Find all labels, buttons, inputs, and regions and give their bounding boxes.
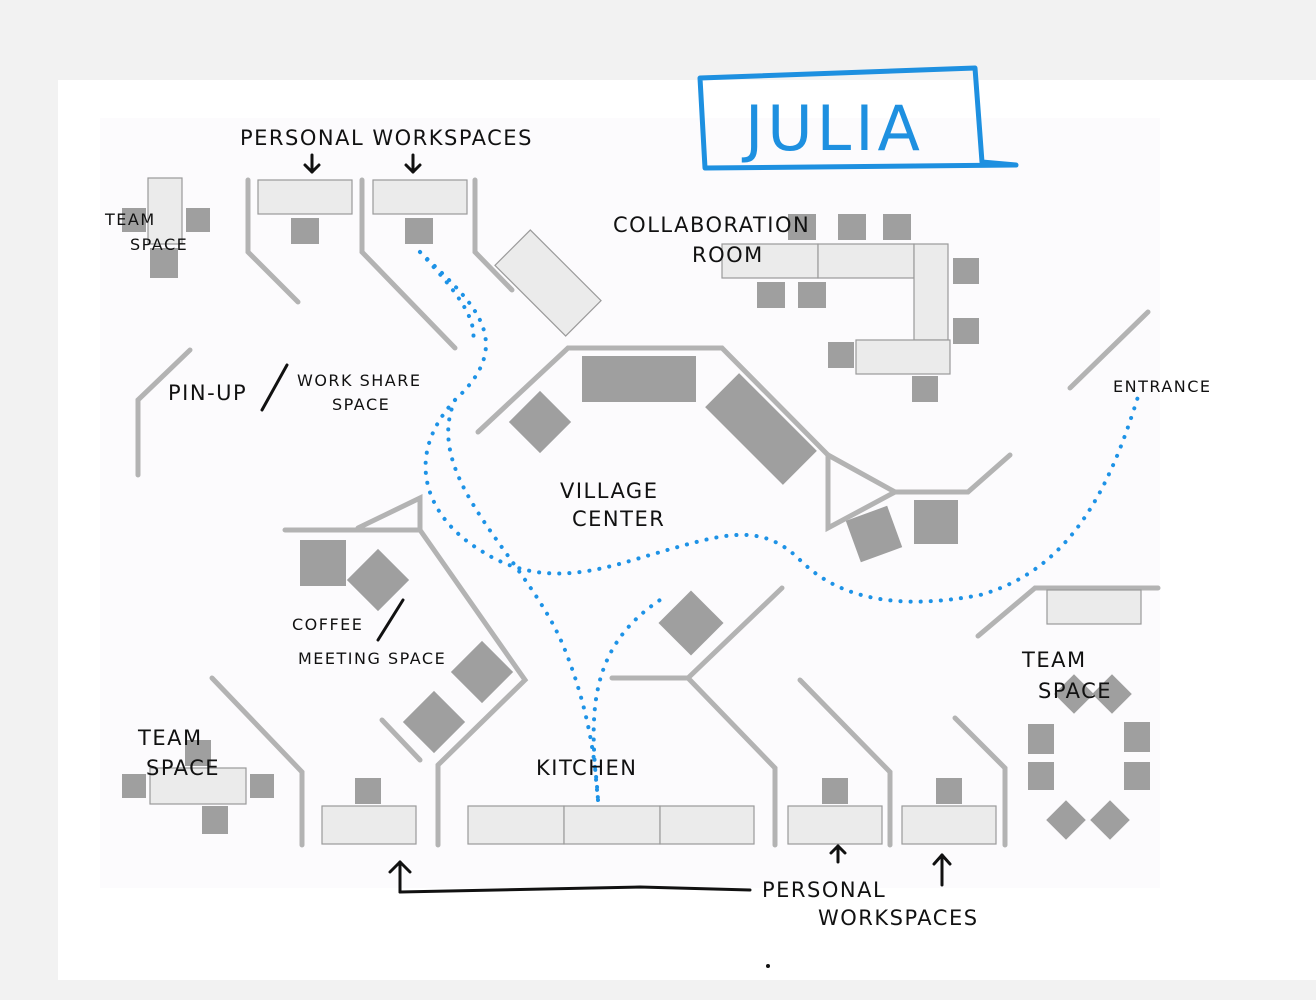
path-spur xyxy=(418,250,476,347)
title-text: JULIA xyxy=(741,92,924,165)
personal-workspaces-bottom-label-2: WORKSPACES xyxy=(818,906,979,930)
team-space-se-label-2: SPACE xyxy=(1038,679,1112,703)
team-space-sw-label-1: TEAM xyxy=(137,726,203,750)
entrance-label: ENTRANCE xyxy=(1113,377,1212,396)
meeting-space-label: MEETING SPACE xyxy=(298,649,446,668)
walls xyxy=(135,177,1161,848)
labels: PERSONAL WORKSPACES COLLABORATION ROOM T… xyxy=(104,126,1212,930)
village-center-label-2: CENTER xyxy=(572,507,665,531)
personal-workspaces-top-label: PERSONAL WORKSPACES xyxy=(240,126,533,150)
collaboration-room-label-2: ROOM xyxy=(692,243,764,267)
personal-workspaces-bottom-label-1: PERSONAL xyxy=(762,878,886,902)
work-share-label-2: SPACE xyxy=(332,395,390,414)
team-space-sw-label-2: SPACE xyxy=(146,756,220,780)
furniture xyxy=(122,177,1150,845)
coffee-slash xyxy=(376,598,405,642)
floor-area xyxy=(100,118,1160,888)
title-box: JULIA xyxy=(697,65,1019,171)
pin-up-slash xyxy=(260,363,289,412)
circulation-paths xyxy=(418,250,1142,802)
coffee-label: COFFEE xyxy=(292,615,363,634)
team-space-nw-label-2: SPACE xyxy=(130,235,188,254)
ink-annotations xyxy=(260,153,952,968)
work-share-label-1: WORK SHARE xyxy=(297,371,421,390)
team-space-se-label-1: TEAM xyxy=(1021,648,1087,672)
collaboration-room-label-1: COLLABORATION xyxy=(613,213,810,237)
kitchen-branch-path xyxy=(591,598,662,802)
kitchen-label: KITCHEN xyxy=(536,756,638,780)
village-center-label-1: VILLAGE xyxy=(560,479,658,503)
pin-up-label: PIN-UP xyxy=(168,381,247,405)
arrow-bottom-line xyxy=(398,885,752,894)
team-space-nw-label-1: TEAM xyxy=(104,210,156,229)
